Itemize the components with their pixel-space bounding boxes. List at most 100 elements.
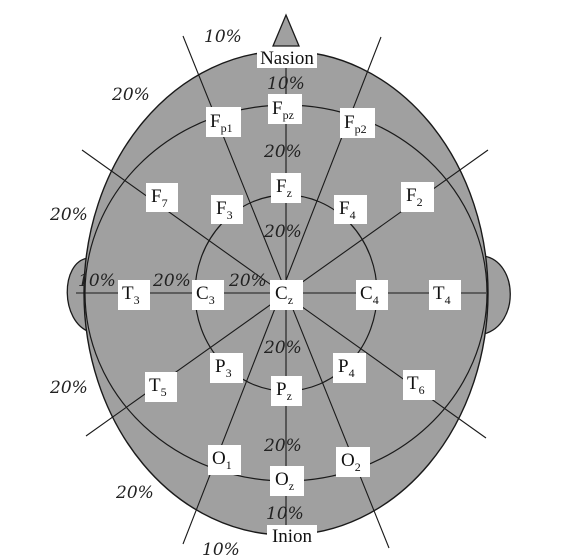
electrode-sub: z xyxy=(287,186,292,200)
svg-text:Fz: Fz xyxy=(276,176,292,200)
pct-label: 10% xyxy=(267,74,305,94)
pct-label: 10% xyxy=(266,504,304,524)
electrode-sub: 1 xyxy=(226,458,232,472)
pct-label: 20% xyxy=(111,85,150,105)
electrode-letter: F xyxy=(344,112,355,133)
svg-text:Fp1: Fp1 xyxy=(210,111,233,135)
electrode-letter: O xyxy=(341,450,355,471)
electrode-sub: 3 xyxy=(226,366,232,380)
electrode-cz: Cz xyxy=(270,280,303,310)
electrode-fp1: Fp1 xyxy=(206,107,241,137)
pct-label: 20% xyxy=(49,378,88,398)
electrode-c4: C4 xyxy=(356,280,388,310)
svg-text:Pz: Pz xyxy=(276,379,292,403)
electrode-sub: 6 xyxy=(419,383,425,397)
pct-label: 20% xyxy=(263,436,302,456)
electrode-o1: O1 xyxy=(208,445,241,475)
electrode-f7: F7 xyxy=(146,183,178,212)
electrode-letter: P xyxy=(276,379,287,400)
svg-text:T5: T5 xyxy=(149,375,167,399)
svg-text:P4: P4 xyxy=(338,356,355,380)
svg-text:T4: T4 xyxy=(433,283,451,307)
electrode-t3: T3 xyxy=(118,280,150,310)
svg-text:Fp2: Fp2 xyxy=(344,112,367,136)
electrode-letter: P xyxy=(338,356,349,377)
electrode-fpz: Fpz xyxy=(268,94,302,124)
svg-text:O1: O1 xyxy=(212,448,232,472)
inion-label-bg xyxy=(267,525,317,546)
right-ear xyxy=(483,255,511,335)
electrode-sub: 3 xyxy=(227,208,233,222)
nose xyxy=(272,13,300,47)
electrode-sub: 7 xyxy=(162,196,168,210)
electrode-sub: p2 xyxy=(355,122,367,136)
nasion-label: Nasion xyxy=(260,48,314,69)
svg-text:Oz: Oz xyxy=(275,469,294,493)
svg-text:C3: C3 xyxy=(196,283,215,307)
pct-label: 20% xyxy=(49,205,88,225)
pct-label: 20% xyxy=(263,338,302,358)
electrode-t6: T6 xyxy=(403,370,435,400)
pct-label: 20% xyxy=(228,271,267,291)
electrode-sub: z xyxy=(288,293,293,307)
electrode-letter: O xyxy=(212,448,226,469)
svg-text:Fpz: Fpz xyxy=(272,98,294,122)
electrode-letter: C xyxy=(360,283,373,304)
svg-text:F4: F4 xyxy=(339,198,356,222)
pct-label: 20% xyxy=(115,483,154,503)
electrode-f2: F2 xyxy=(401,182,434,212)
electrode-c3: C3 xyxy=(192,280,224,310)
svg-text:F3: F3 xyxy=(216,198,233,222)
electrode-sub: 4 xyxy=(350,208,356,222)
pct-label: 10% xyxy=(204,27,242,47)
electrode-t5: T5 xyxy=(145,372,177,402)
electrode-sub: 4 xyxy=(445,293,451,307)
svg-text:O2: O2 xyxy=(341,450,361,474)
electrode-letter: F xyxy=(276,176,287,197)
electrode-letter: C xyxy=(196,283,209,304)
electrode-f3: F3 xyxy=(211,195,243,224)
electrode-letter: F xyxy=(216,198,227,219)
electrode-sub: 5 xyxy=(161,385,167,399)
electrode-letter: F xyxy=(272,98,283,119)
nasion-label-bg xyxy=(257,48,317,68)
pct-label: 20% xyxy=(263,222,302,242)
percent-labels: 10% 20% 20% 20% 20% 10% 10% 20% 20% 10% … xyxy=(49,27,305,559)
inion-label: Inion xyxy=(272,526,313,547)
electrode-oz: Oz xyxy=(270,466,304,496)
electrode-letter: C xyxy=(275,283,288,304)
electrode-fz: Fz xyxy=(271,173,301,203)
electrode-sub: pz xyxy=(283,108,294,122)
electrode-t4: T4 xyxy=(429,280,461,310)
pct-label: 20% xyxy=(152,271,191,291)
electrode-sub: p1 xyxy=(221,121,233,135)
electrode-o2: O2 xyxy=(336,447,370,477)
electrode-sub: 3 xyxy=(209,293,215,307)
electrode-letter: O xyxy=(275,469,289,490)
pct-label: 10% xyxy=(78,271,116,291)
electrode-letter: T xyxy=(149,375,161,396)
electrode-letter: T xyxy=(407,373,419,394)
electrode-p3: P3 xyxy=(210,353,243,383)
electrode-letter: T xyxy=(122,283,134,304)
svg-text:Cz: Cz xyxy=(275,283,293,307)
electrode-p4: P4 xyxy=(333,353,366,383)
svg-text:P3: P3 xyxy=(215,356,232,380)
electrode-letter: P xyxy=(215,356,226,377)
electrode-f4: F4 xyxy=(334,195,367,224)
pct-label: 20% xyxy=(263,142,302,162)
svg-text:C4: C4 xyxy=(360,283,379,307)
electrode-sub: 2 xyxy=(417,195,423,209)
electrode-sub: z xyxy=(289,479,294,493)
electrode-sub: 4 xyxy=(373,293,379,307)
electrode-fp2: Fp2 xyxy=(340,108,375,138)
electrode-sub: 3 xyxy=(134,293,140,307)
pct-label: 10% xyxy=(202,540,240,559)
electrode-sub: 2 xyxy=(355,460,361,474)
electrode-letter: F xyxy=(210,111,221,132)
svg-text:T6: T6 xyxy=(407,373,425,397)
electrode-letter: T xyxy=(433,283,445,304)
electrode-pz: Pz xyxy=(271,376,302,406)
electrode-letter: F xyxy=(339,198,350,219)
